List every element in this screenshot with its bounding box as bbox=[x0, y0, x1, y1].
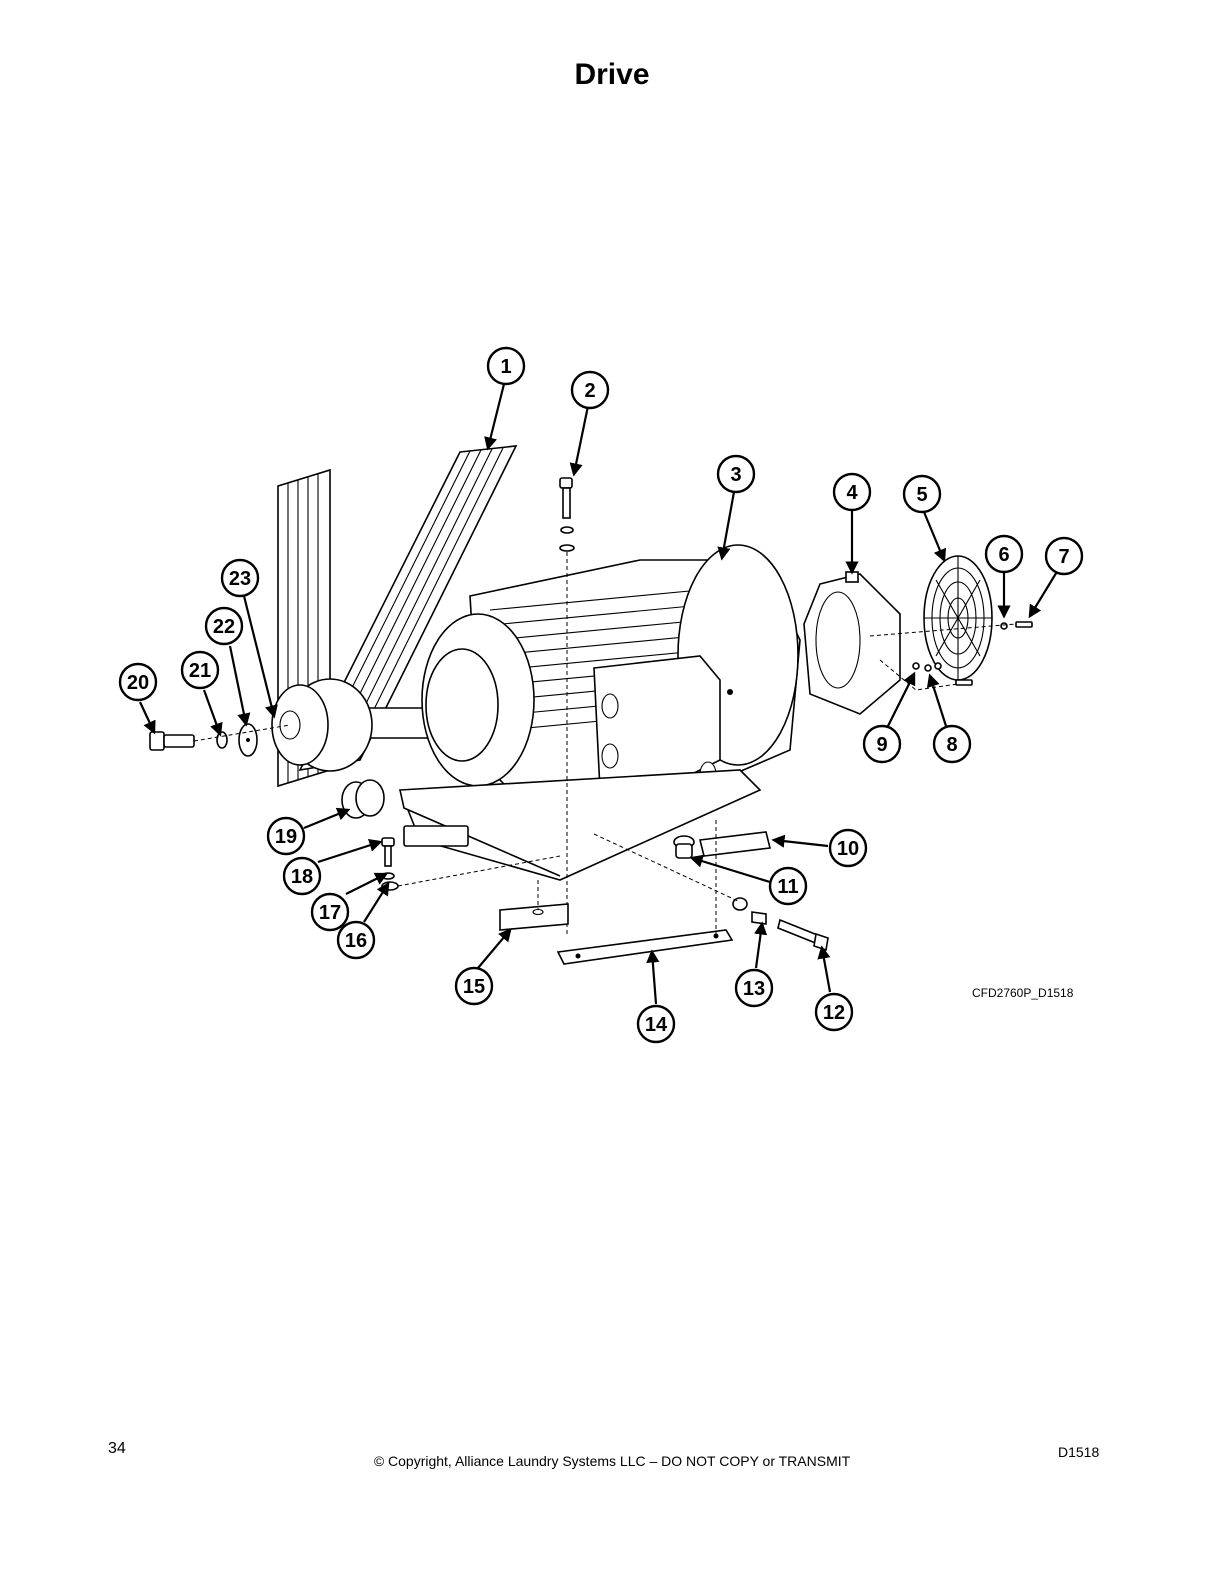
callout-7: 7 bbox=[1044, 536, 1084, 576]
page-number: 34 bbox=[108, 1440, 126, 1457]
callout-21: 21 bbox=[180, 650, 220, 690]
pulley-bolt bbox=[149, 731, 195, 751]
svg-text:16: 16 bbox=[345, 930, 367, 952]
svg-text:12: 12 bbox=[823, 1002, 845, 1024]
callout-14: 14 bbox=[636, 1004, 676, 1044]
callout-23: 23 bbox=[220, 558, 260, 598]
svg-text:4: 4 bbox=[846, 482, 858, 504]
fan-shroud bbox=[803, 571, 901, 715]
base-washer bbox=[732, 897, 748, 911]
callout-1: 1 bbox=[486, 346, 526, 386]
base-plate bbox=[556, 929, 734, 965]
callout-9: 9 bbox=[862, 724, 902, 764]
svg-text:1: 1 bbox=[500, 356, 511, 378]
svg-text:11: 11 bbox=[777, 876, 798, 898]
svg-text:20: 20 bbox=[127, 672, 149, 694]
callout-16: 16 bbox=[336, 920, 376, 960]
page-title: Drive bbox=[574, 58, 650, 91]
svg-text:17: 17 bbox=[319, 902, 341, 924]
callout-6: 6 bbox=[984, 534, 1024, 574]
mount-bolt bbox=[381, 837, 395, 867]
svg-text:22: 22 bbox=[213, 616, 235, 638]
shroud-washer bbox=[912, 662, 942, 672]
callout-12: 12 bbox=[814, 992, 854, 1032]
callout-20: 20 bbox=[118, 662, 158, 702]
callout-2: 2 bbox=[570, 370, 610, 410]
callout-13: 13 bbox=[734, 968, 774, 1008]
base-bolt bbox=[777, 918, 829, 952]
svg-text:23: 23 bbox=[229, 568, 251, 590]
mount-pad bbox=[499, 903, 569, 931]
callout-10: 10 bbox=[828, 828, 868, 868]
svg-text:14: 14 bbox=[645, 1014, 668, 1036]
figure-code: CFD2760P_D1518 bbox=[972, 986, 1074, 1000]
svg-text:5: 5 bbox=[916, 484, 927, 506]
svg-text:13: 13 bbox=[743, 978, 765, 1000]
fan-grille bbox=[923, 555, 993, 681]
svg-text:2: 2 bbox=[584, 380, 595, 402]
svg-text:15: 15 bbox=[463, 976, 485, 998]
rubber-mount bbox=[673, 835, 695, 859]
callout-3: 3 bbox=[716, 454, 756, 494]
motor-body bbox=[421, 544, 801, 801]
svg-text:18: 18 bbox=[291, 866, 313, 888]
svg-text:19: 19 bbox=[275, 826, 297, 848]
document-id: D1518 bbox=[1058, 1444, 1100, 1460]
grille-washer bbox=[1000, 622, 1008, 630]
top-bolt bbox=[559, 477, 575, 552]
callout-18: 18 bbox=[282, 856, 322, 896]
callout-15: 15 bbox=[454, 966, 494, 1006]
lock-washer bbox=[216, 731, 228, 749]
svg-text:7: 7 bbox=[1058, 546, 1069, 568]
leader-lines bbox=[139, 383, 1059, 1005]
callout-8: 8 bbox=[932, 724, 972, 764]
callout-22: 22 bbox=[204, 606, 244, 646]
flat-washer bbox=[238, 723, 258, 757]
svg-text:10: 10 bbox=[837, 838, 859, 860]
svg-text:3: 3 bbox=[730, 464, 741, 486]
grille-screw bbox=[1015, 621, 1033, 628]
cable-gland bbox=[341, 779, 385, 819]
shroud-screw bbox=[955, 679, 973, 686]
callout-11: 11 bbox=[768, 866, 808, 906]
copyright-notice: © Copyright, Alliance Laundry Systems LL… bbox=[373, 1453, 851, 1469]
svg-text:9: 9 bbox=[876, 734, 887, 756]
callout-5: 5 bbox=[902, 474, 942, 514]
base-nut bbox=[751, 911, 767, 925]
svg-text:8: 8 bbox=[946, 734, 957, 756]
svg-text:6: 6 bbox=[998, 544, 1009, 566]
callout-4: 4 bbox=[832, 472, 872, 512]
motor-base bbox=[398, 769, 771, 881]
svg-text:21: 21 bbox=[189, 660, 211, 682]
callout-17: 17 bbox=[310, 892, 350, 932]
callout-19: 19 bbox=[266, 816, 306, 856]
